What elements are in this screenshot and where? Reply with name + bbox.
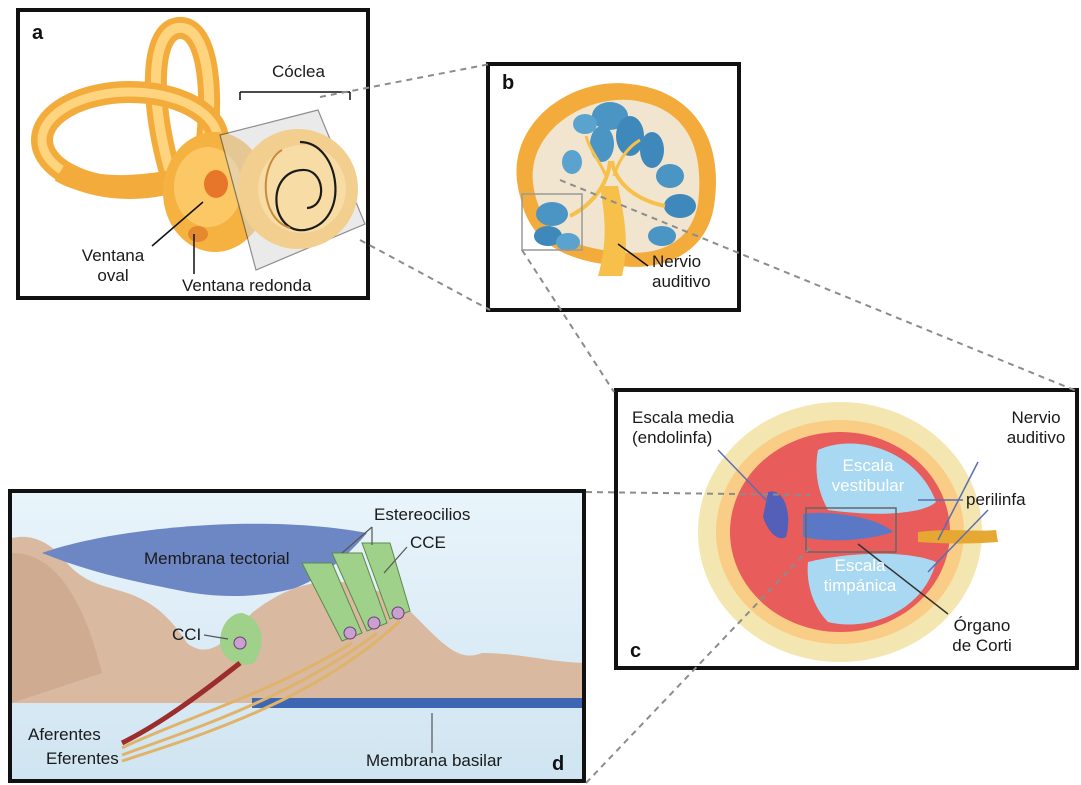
efferents-label: Eferentes <box>46 749 119 769</box>
round-window-label: Ventana redonda <box>182 276 312 296</box>
stereocilia-label: Estereocilios <box>374 505 470 525</box>
corti-label-line2: de Corti <box>942 636 1022 656</box>
perilymph-label: perilinfa <box>966 490 1026 510</box>
oval-window-label: Ventana oval <box>68 246 158 286</box>
panel-c-cross-section: c Escala media (endolinfa) Nervio auditi… <box>614 388 1079 670</box>
afferents-label: Aferentes <box>28 725 101 745</box>
scala-tympani-label-line1: Escala <box>810 556 910 576</box>
panel-a-inner-ear: a Cóclea Ventana oval Ventana redonda <box>16 8 370 300</box>
panel-c-letter: c <box>630 640 641 663</box>
corti-label: Órgano de Corti <box>942 616 1022 656</box>
ihc-label: CCI <box>172 625 201 645</box>
ohc-label: CCE <box>410 533 446 553</box>
nerve-label-c: Nervio auditivo <box>996 408 1076 448</box>
scala-vestibuli-label-line2: vestibular <box>818 476 918 496</box>
basilar-membrane-label: Membrana basilar <box>366 751 502 771</box>
panel-b-letter: b <box>502 72 514 95</box>
tectorial-membrane-label: Membrana tectorial <box>144 549 290 569</box>
oval-window-label-line1: Ventana <box>68 246 158 266</box>
nerve-label-b-line1: Nervio <box>652 252 711 272</box>
nerve-label-c-line1: Nervio <box>996 408 1076 428</box>
panel-d-organ-of-corti: d Estereocilios Membrana tectorial CCE C… <box>8 489 586 783</box>
panel-a-letter: a <box>32 22 43 45</box>
panel-b-cochlea-section: b Nervio auditivo <box>486 62 741 312</box>
scala-media-label-line2: (endolinfa) <box>632 428 734 448</box>
scala-tympani-label: Escala timpánica <box>810 556 910 596</box>
nerve-label-c-line2: auditivo <box>996 428 1076 448</box>
corti-label-line1: Órgano <box>942 616 1022 636</box>
scala-media-label: Escala media (endolinfa) <box>632 408 734 448</box>
scala-media-label-line1: Escala media <box>632 408 734 428</box>
scala-vestibuli-label: Escala vestibular <box>818 456 918 496</box>
nerve-label-b: Nervio auditivo <box>652 252 711 292</box>
nerve-label-b-line2: auditivo <box>652 272 711 292</box>
scala-vestibuli-label-line1: Escala <box>818 456 918 476</box>
scala-tympani-label-line2: timpánica <box>810 576 910 596</box>
cochlea-label: Cóclea <box>272 62 325 82</box>
oval-window-label-line2: oval <box>68 266 158 286</box>
connector-a-to-b-bottom <box>360 240 490 310</box>
panel-d-letter: d <box>552 753 564 776</box>
